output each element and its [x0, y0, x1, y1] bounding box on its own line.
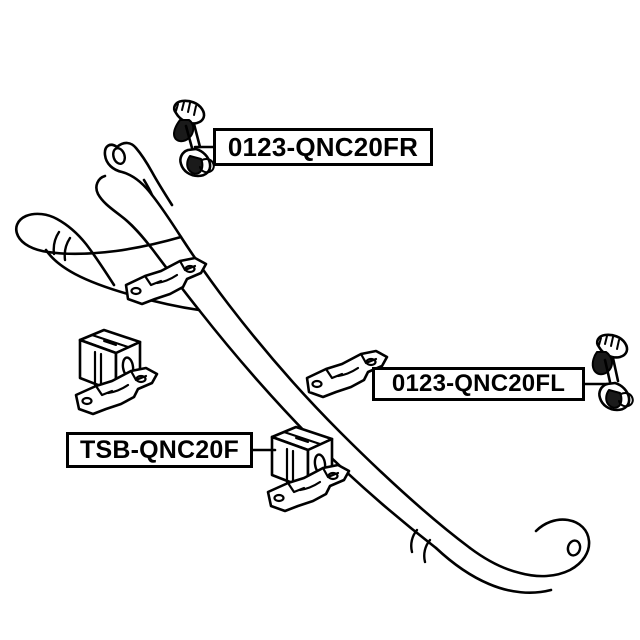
stabilizer-link-upper-left	[172, 99, 215, 178]
stabilizer-link-lower-right	[591, 333, 634, 412]
part-label-0123-qnc20fl[interactable]: 0123-QNC20FL	[372, 367, 585, 401]
part-label-0123-qnc20fr[interactable]: 0123-QNC20FR	[213, 128, 433, 166]
part-label-tsb-qnc20f[interactable]: TSB-QNC20F	[66, 432, 253, 468]
stabilizer-bar	[14, 141, 591, 594]
bushing-bracket-upper	[74, 366, 159, 416]
stabilizer-bushing-upper	[78, 328, 142, 394]
bracket-middle-left	[124, 256, 208, 306]
bushing-bracket-lower	[266, 463, 351, 513]
